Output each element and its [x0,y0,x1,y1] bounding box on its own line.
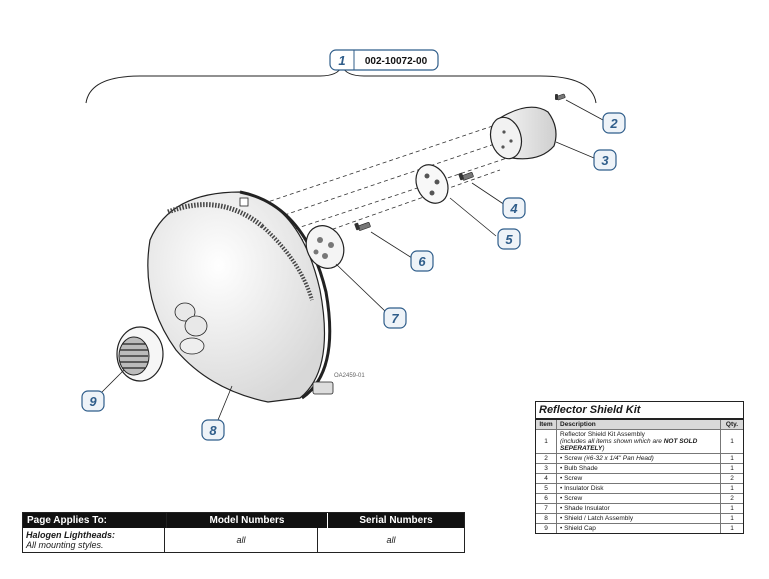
kit-row-item: 4 [536,474,557,483]
applies-product-cell: Halogen Lightheads: All mounting styles. [23,528,165,552]
kit-row-qty: 2 [730,495,734,502]
applies-header-model: Model Numbers [167,513,328,528]
kit-row-description: • Screw (#6-32 x 1/4" Pan Head) [557,454,721,463]
kit-header-qty: Qty. [725,421,739,428]
kit-row-description: • Shield Cap [557,524,721,533]
kit-row: 9 • Shield Cap 1 [536,523,743,533]
kit-row-description: • Insulator Disk [557,484,721,493]
kit-row-qty: 1 [730,485,734,492]
kit-row-item: 9 [536,524,557,533]
kit-row: 8 • Shield / Latch Assembly 1 [536,513,743,523]
drawing-code: OA2459-01 [334,373,365,379]
applies-product: Halogen Lightheads: [26,530,116,540]
kit-row-qty: 1 [730,465,734,472]
callout-8: 8 [201,419,225,441]
screw-4 [458,172,474,181]
svg-text:6: 6 [418,254,426,269]
callout-1-number: 1 [338,53,345,68]
callout-7: 7 [383,307,407,329]
kit-row-qty: 1 [730,515,734,522]
applies-to-table: Page Applies To: Model Numbers Serial Nu… [22,512,465,553]
assembly-part-number: 002-10072-00 [365,56,428,67]
leader-lines [101,99,604,421]
applies-header-row: Page Applies To: Model Numbers Serial Nu… [23,513,464,528]
kit-row-description: • Bulb Shade [557,464,721,473]
callout-3: 3 [593,149,617,171]
callout-6: 6 [410,250,434,272]
kit-row-item: 8 [536,514,557,523]
shield-latch-assembly [147,190,334,403]
svg-text:5: 5 [505,232,513,247]
kit-row-description: • Screw [557,494,721,503]
parts-kit-table: Reflector Shield Kit Item Description Qt… [535,401,744,534]
kit-row: 1 Reflector Shield Kit Assembly (include… [536,429,743,453]
kit-header-item: Item [536,420,557,429]
kit-row-item: 3 [536,464,557,473]
kit-row-qty: 2 [730,475,734,482]
applies-row: Halogen Lightheads: All mounting styles.… [23,528,464,552]
kit-row-item: 6 [536,494,557,503]
svg-text:4: 4 [509,201,518,216]
kit-row-description: Reflector Shield Kit Assembly (includes … [557,430,721,453]
applies-header-page: Page Applies To: [23,513,167,528]
svg-text:9: 9 [89,394,97,409]
screw-2 [555,93,566,101]
applies-header-serial: Serial Numbers [359,515,433,526]
callout-4: 4 [502,197,526,219]
insulator-disk [415,164,449,204]
kit-row-description: • Shield / Latch Assembly [557,514,721,523]
kit-header-row: Item Description Qty. [536,419,743,429]
kit-row: 7 • Shade Insulator 1 [536,503,743,513]
bulb-shade [489,106,557,160]
applies-serial: all [386,535,396,545]
kit-row-description-text: Reflector Shield Kit Assembly [560,431,645,438]
kit-row-qty: 1 [730,525,734,532]
shade-insulator [305,225,345,269]
callout-1: 1 002-10072-00 [329,49,439,71]
svg-text:3: 3 [601,153,609,168]
kit-row-qty: 1 [730,455,734,462]
shield-cap [116,326,164,382]
callout-2: 2 [602,112,626,134]
kit-row-item: 1 [536,430,557,453]
svg-text:8: 8 [209,423,217,438]
kit-row-item: 2 [536,454,557,463]
kit-header-description: Description [557,420,721,429]
kit-row: 4 • Screw 2 [536,473,743,483]
callout-9: 9 [81,390,105,412]
kit-title: Reflector Shield Kit [536,402,743,419]
kit-row: 5 • Insulator Disk 1 [536,483,743,493]
kit-row-item: 5 [536,484,557,493]
screw-6 [354,222,371,231]
kit-row: 2 • Screw (#6-32 x 1/4" Pan Head) 1 [536,453,743,463]
svg-text:2: 2 [609,116,618,131]
applies-note: All mounting styles. [26,540,104,550]
kit-row-note: (includes all items shown which are NOT … [560,438,698,452]
applies-model: all [165,528,318,552]
kit-row-qty: 1 [730,438,734,445]
kit-row-description: • Shade Insulator [557,504,721,513]
kit-row: 3 • Bulb Shade 1 [536,463,743,473]
kit-row: 6 • Screw 2 [536,493,743,503]
assembly-bracket [85,64,597,104]
callout-5: 5 [497,228,521,250]
kit-row-description: • Screw [557,474,721,483]
svg-text:7: 7 [391,311,399,326]
kit-row-qty: 1 [730,505,734,512]
kit-row-item: 7 [536,504,557,513]
